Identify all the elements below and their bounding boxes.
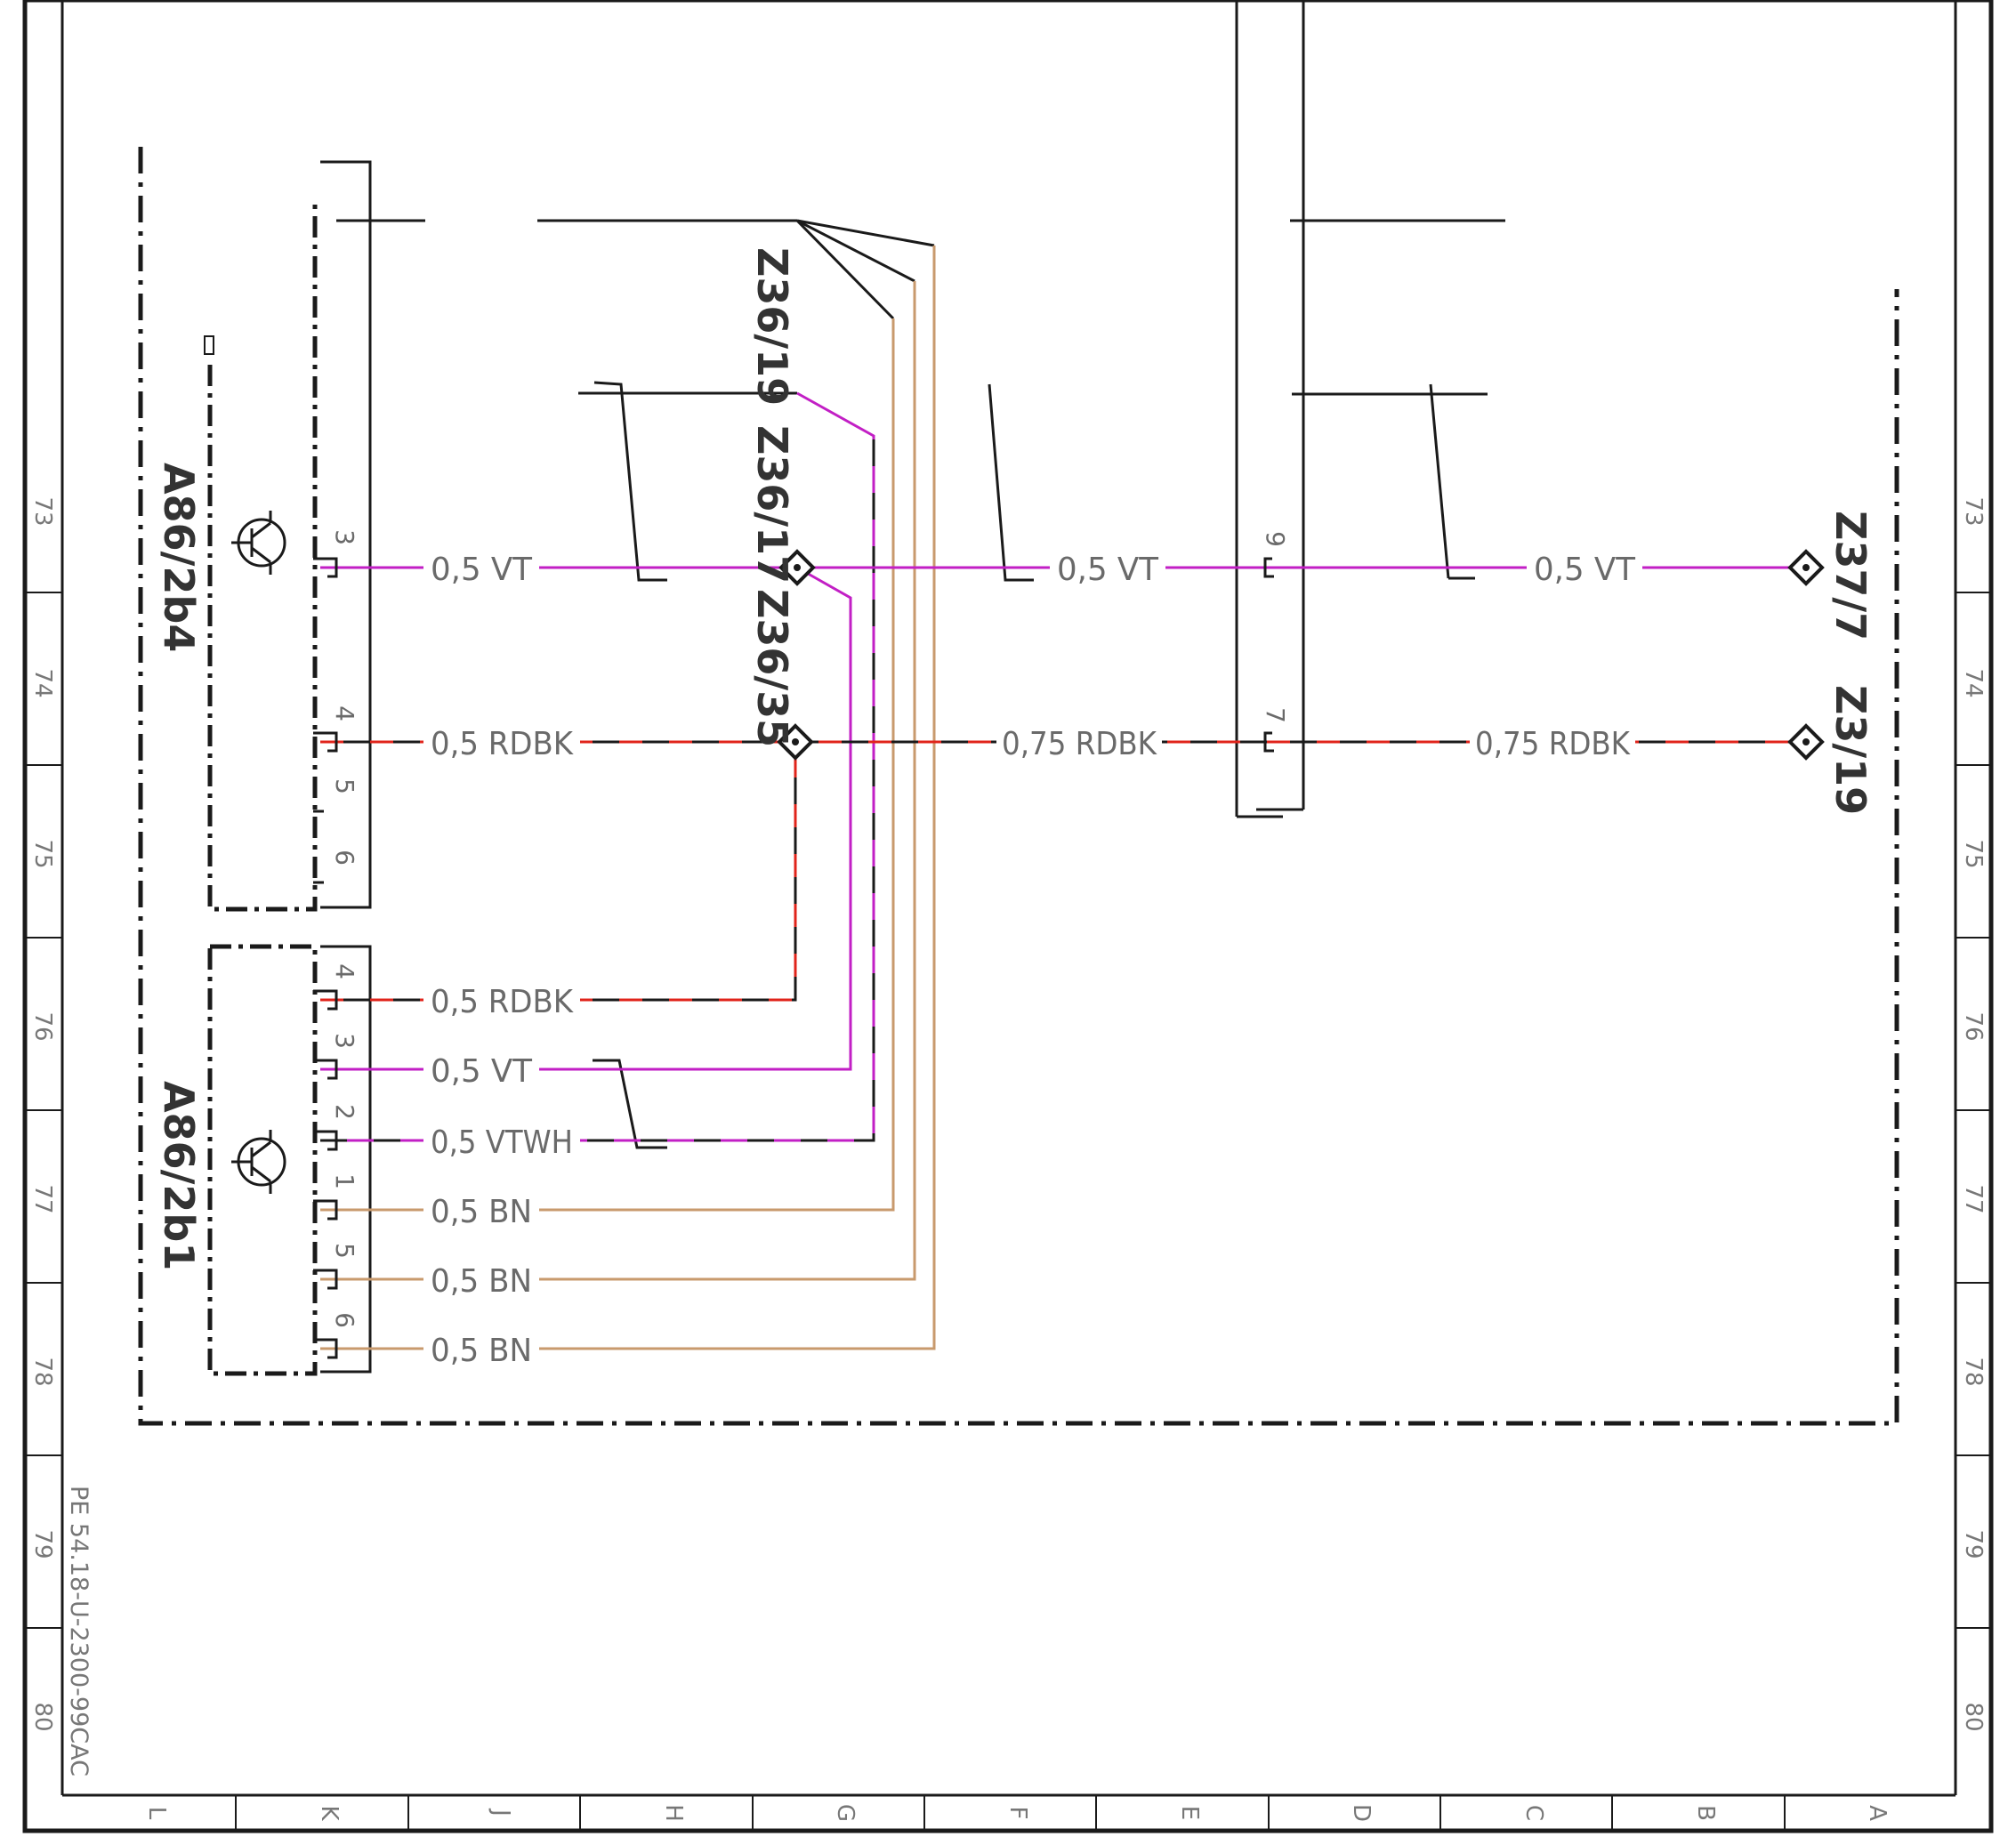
row-label-79: 79 (29, 1529, 56, 1559)
wire-label-mid-vt: 0,5 VT (1057, 552, 1159, 588)
wire-label-u4: 0,5 RDBK (431, 726, 574, 762)
col-label-L: L (143, 1807, 170, 1820)
pin-number: 2 (330, 1104, 359, 1120)
pin-number: 6 (330, 1312, 359, 1328)
pin-number: 5 (330, 1243, 359, 1259)
row-label-80: 80 (29, 1702, 56, 1731)
label-masks (423, 546, 1642, 1370)
wire-label-u3: 0,5 VT (431, 552, 533, 588)
harness-leaders (537, 219, 1034, 1149)
splice-label-z36-35: Z36/35 (748, 589, 796, 747)
col-label-B: B (1692, 1805, 1719, 1821)
row-label-78: 78 (29, 1357, 56, 1386)
row-label-76: 76 (29, 1011, 56, 1041)
row-label-73: 73 (1960, 496, 1987, 526)
col-label-H: H (660, 1804, 687, 1822)
wire-vt-lower (320, 566, 852, 1071)
module-a86-2b1 (207, 944, 372, 1376)
splice-z37-7-icon (1787, 549, 1825, 586)
splice-z3-19-icon (1787, 723, 1825, 761)
splice-label-z36-19: Z36/19 (748, 247, 796, 406)
wire-label-l6: 0,5 BN (431, 1333, 532, 1369)
row-label-77: 77 (29, 1184, 56, 1213)
col-label-E: E (1176, 1806, 1203, 1820)
splice-label-z36-17: Z36/17 (748, 425, 796, 584)
wire-label-l2: 0,5 VTWH (431, 1124, 573, 1161)
module-a86-2b4 (204, 160, 425, 912)
pin-number: 1 (330, 1173, 359, 1189)
document-code: PE 54.18-U-2300-99CAC (65, 1486, 93, 1777)
drawing-frame (22, 0, 1994, 1833)
col-label-D: D (1348, 1804, 1375, 1822)
row-label-79: 79 (1960, 1529, 1987, 1559)
col-label-G: G (832, 1804, 859, 1822)
pin-number: 7 (1261, 707, 1290, 723)
wire-label-mid-rdbk: 0,75 RDBK (1002, 726, 1157, 762)
splice-z36-17-icon (778, 549, 816, 586)
module-label-a86-2b4: A86/2b4 (155, 463, 203, 652)
wire-labels: 0,5 VT 0,5 RDBK 0,5 VT 0,75 RDBK 0,5 VT … (431, 552, 1636, 1369)
wire-label-l1: 0,5 BN (431, 1194, 532, 1230)
wire-label-l4: 0,5 RDBK (431, 984, 574, 1020)
col-label-A: A (1864, 1805, 1891, 1821)
connector-housing (1235, 0, 1505, 818)
wire-label-right-rdbk: 0,75 RDBK (1475, 726, 1631, 762)
row-labels-right: 73 74 75 76 77 78 79 80 (1960, 496, 1987, 1731)
wire-label-l3: 0,5 VT (431, 1053, 533, 1090)
row-label-78: 78 (1960, 1357, 1987, 1386)
wire-rdbk-lower-stripe (320, 742, 797, 1002)
pin-number: 6 (330, 850, 359, 866)
wire-bn-6 (320, 246, 936, 1350)
row-label-75: 75 (29, 839, 56, 868)
col-label-F: F (1004, 1807, 1031, 1820)
pin-number: 9 (1261, 531, 1290, 547)
row-label-76: 76 (1960, 1011, 1987, 1041)
row-label-74: 74 (29, 668, 56, 697)
pin-number: 5 (330, 778, 359, 794)
sensor-transistor-icon (231, 1130, 286, 1194)
col-label-J: J (488, 1808, 514, 1817)
pin-number: 4 (330, 705, 359, 721)
row-label-73: 73 (29, 496, 56, 526)
row-label-80: 80 (1960, 1702, 1987, 1731)
splice-label-z3-19: Z3/19 (1826, 685, 1875, 815)
harness-boundary (138, 147, 1899, 1426)
splice-z36-35-icon (777, 723, 814, 761)
wire-label-l5: 0,5 BN (431, 1263, 532, 1300)
wire-bn-1 (320, 318, 895, 1212)
wire-bn-5 (320, 281, 916, 1281)
row-label-75: 75 (1960, 839, 1987, 868)
row-label-74: 74 (1960, 668, 1987, 697)
pin-number: 4 (330, 963, 359, 979)
col-label-C: C (1520, 1805, 1547, 1821)
row-label-77: 77 (1960, 1184, 1987, 1213)
wire-rdbk-lower (320, 742, 797, 1002)
pin-numbers: 3 4 5 6 4 3 2 1 5 6 9 7 (330, 529, 1290, 1328)
wire-label-right-vt: 0,5 VT (1534, 552, 1636, 588)
column-labels: L K J H G F E D C B A (143, 1804, 1891, 1822)
pin-terminals (313, 557, 1274, 1359)
splice-label-z37-7: Z37/7 (1826, 511, 1875, 641)
pin-number: 3 (330, 529, 359, 545)
sensor-transistor-icon (231, 511, 286, 575)
col-label-K: K (316, 1805, 343, 1821)
row-labels-left: 73 74 75 76 77 78 79 80 (29, 496, 56, 1731)
splice-labels: Z36/19 Z36/17 Z36/35 Z37/7 Z3/19 (748, 247, 1875, 815)
pin-number: 3 (330, 1033, 359, 1049)
module-label-a86-2b1: A86/2b1 (155, 1081, 203, 1270)
